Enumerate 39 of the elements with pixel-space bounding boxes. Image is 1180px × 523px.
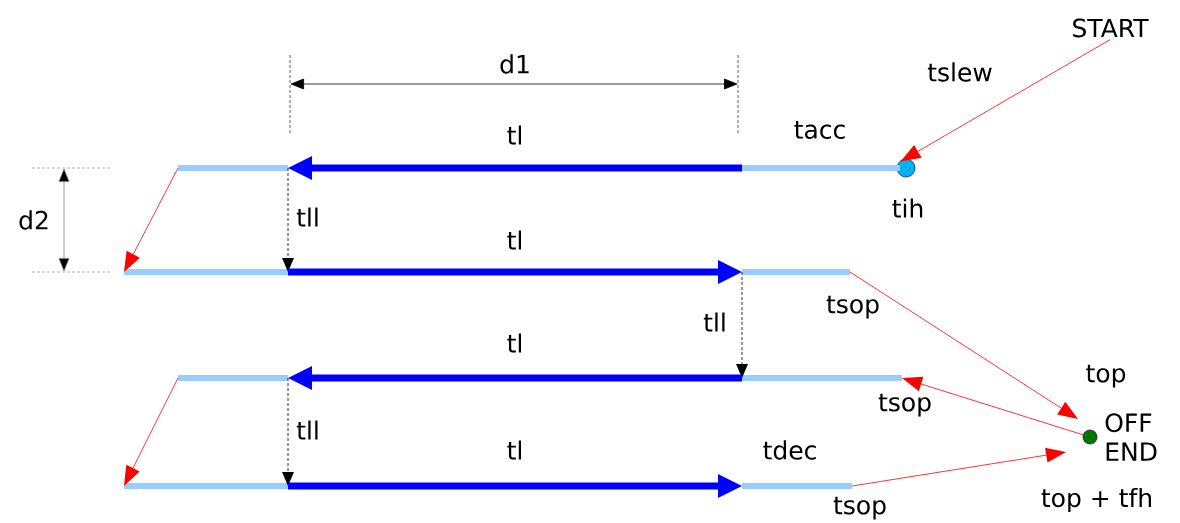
edge-label: tll: [702, 311, 728, 333]
time-label: tsop: [826, 295, 879, 319]
edge-label: tl: [505, 229, 525, 251]
edge-label: tslew: [926, 61, 994, 83]
time-label: top: [1086, 364, 1126, 388]
edge-label: tll: [295, 419, 321, 441]
scan-segment: [742, 269, 850, 275]
arrow: [736, 271, 748, 378]
scan-segment: [178, 375, 288, 381]
arrow: [124, 167, 179, 272]
scan-segment: [742, 483, 852, 489]
scan-segment: [742, 165, 900, 171]
start-label: START: [1073, 18, 1149, 38]
scan-segment: [124, 269, 288, 275]
start-point: [896, 158, 916, 178]
scan-segment: [742, 375, 902, 381]
arrow: [851, 447, 1066, 487]
time-label: tsop: [833, 496, 886, 520]
edge-label: tl: [505, 332, 525, 354]
edge-label: tl: [505, 439, 525, 461]
arrow: [282, 377, 294, 486]
time-label: tacc: [794, 121, 845, 139]
scan-segment: [124, 483, 288, 489]
dimension-label: d2: [19, 210, 48, 230]
edge-label: tl: [505, 124, 525, 146]
node-label: OFF END: [1105, 413, 1157, 461]
time-label: tsop: [878, 393, 931, 417]
scan-segment: [178, 165, 288, 171]
dimension-label: d1: [500, 54, 529, 74]
edge-label: tll: [295, 206, 321, 228]
time-label: tih: [892, 198, 923, 218]
arrow: [849, 271, 1078, 419]
arrow: [282, 167, 294, 272]
time-label: top + tfh: [1041, 487, 1151, 513]
end-point: OFF END: [1082, 413, 1157, 461]
arrow: [124, 377, 179, 486]
arrow: [900, 39, 1111, 162]
time-label: tdec: [763, 440, 816, 460]
arrow: [902, 376, 1084, 436]
